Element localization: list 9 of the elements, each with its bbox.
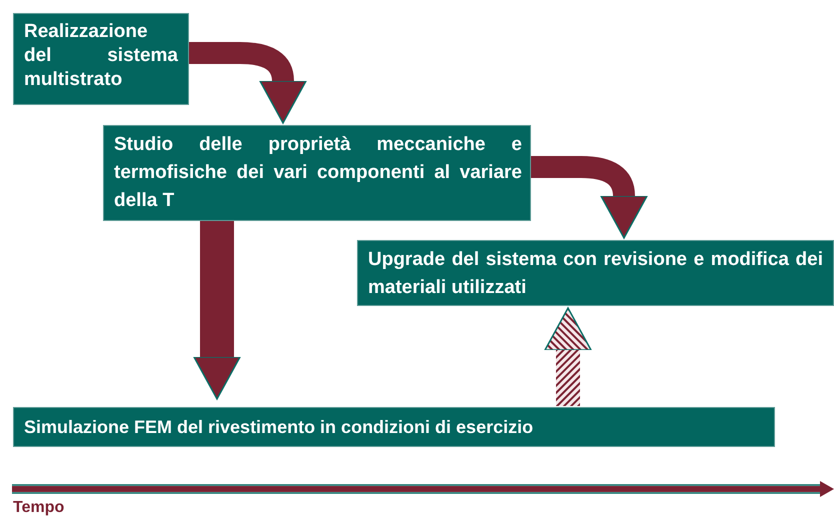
block-arrow: [531, 156, 648, 239]
process-box: Upgrade del sistema con revisione e modifica dei materiali utilizzati: [357, 240, 834, 306]
block-arrow: [193, 221, 241, 400]
block-arrow: [189, 42, 307, 124]
process-box: Studio delle proprietà meccaniche e termofisiche dei vari componenti al variare della T: [103, 125, 531, 221]
process-box: Simulazione FEM del rivestimento in condizioni di esercizio: [13, 407, 775, 447]
axis-label: Tempo: [13, 498, 64, 518]
process-box: Realizzazione del sistema multistrato: [13, 13, 189, 105]
block-arrow: [544, 307, 592, 406]
